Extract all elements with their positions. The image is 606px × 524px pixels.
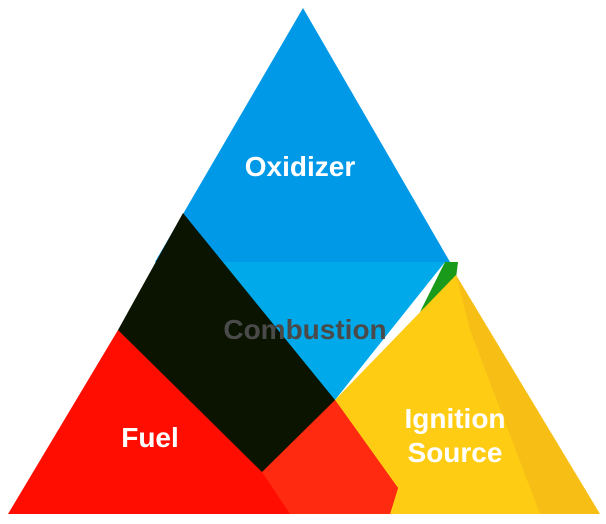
ignition-label-line1: Ignition	[404, 403, 506, 434]
ignition-source-label: Ignition Source	[365, 402, 545, 470]
fuel-label: Fuel	[121, 422, 179, 453]
fuel-overlap	[262, 400, 398, 514]
oxidizer-label: Oxidizer	[244, 151, 356, 182]
combustion-label: Combustion	[223, 314, 387, 345]
green-sliver	[420, 262, 458, 312]
dark-band	[118, 213, 335, 472]
ignition-shade	[456, 275, 600, 514]
combustion-region	[222, 262, 445, 400]
ignition-label-line2: Source	[407, 437, 503, 468]
oxidizer-region	[155, 8, 450, 262]
